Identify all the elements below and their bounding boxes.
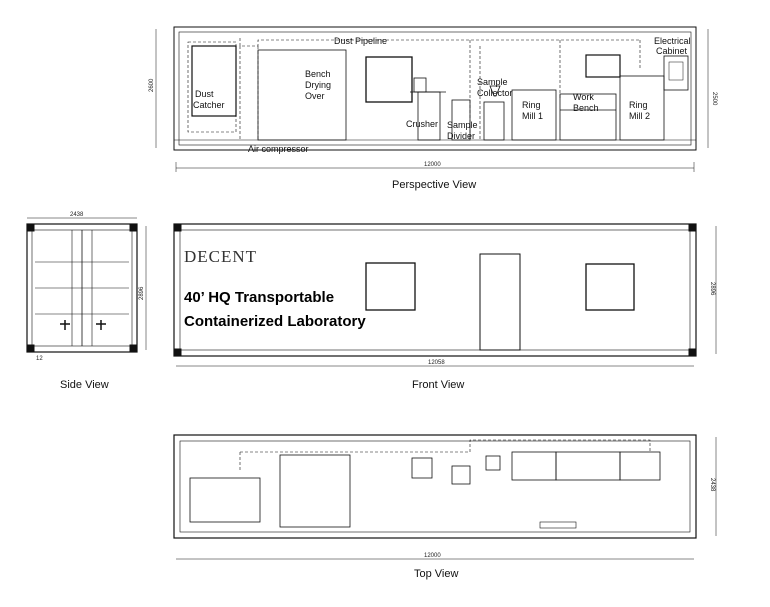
- title-line-1: 40’ HQ Transportable: [184, 289, 334, 306]
- crusher: [410, 77, 446, 141]
- dim-side-width: 2438: [70, 212, 84, 218]
- ring-mill-2: [619, 451, 661, 481]
- crusher: [411, 457, 433, 479]
- container-top-outline: [173, 434, 697, 539]
- sample-collector: [485, 455, 501, 471]
- dim-height-left: 2600: [149, 78, 155, 92]
- label-sample-divider-1: Sample: [447, 120, 478, 130]
- work-bench: [559, 54, 621, 141]
- sample-divider: [451, 465, 471, 485]
- front-view: [173, 223, 717, 367]
- caption-top: Top View: [414, 568, 458, 580]
- bench-drying-oven: [257, 49, 347, 141]
- brand-logo: DECENT: [184, 247, 257, 266]
- label-work-1: Work: [573, 92, 594, 102]
- top-labels: 12000 2438 Top View: [414, 478, 715, 580]
- window: [365, 56, 413, 103]
- label-sample-collector-1: Sample: [477, 77, 508, 87]
- label-dust-pipeline: Dust Pipeline: [334, 36, 387, 46]
- dim-length: 12000: [424, 162, 441, 168]
- electrical-cabinet: [663, 55, 689, 91]
- label-air-compressor: Air compressor: [248, 144, 309, 154]
- side-labels: 2438 2896 12 Side View: [36, 212, 145, 391]
- dim-side-small: 12: [36, 356, 43, 362]
- sample-divider: [451, 99, 471, 141]
- dim-top-width: 2438: [709, 478, 715, 492]
- work-bench: [555, 451, 621, 481]
- dim-front-length: 12058: [428, 360, 445, 366]
- label-dust-1: Dust: [195, 89, 214, 99]
- label-work-2: Bench: [573, 103, 599, 113]
- container-outline: [173, 26, 697, 151]
- door: [479, 253, 521, 351]
- ring-mill-1: [511, 89, 557, 141]
- dim-top-length: 12000: [424, 553, 441, 559]
- ring-mill-1: [511, 451, 557, 481]
- title-line-2: Containerized Laboratory: [184, 313, 366, 330]
- sample-collector: [483, 85, 505, 141]
- top-view: [173, 434, 717, 560]
- side-view: [26, 217, 147, 353]
- label-ring-mill-1b: Mill 1: [522, 111, 543, 121]
- perspective-view: [155, 26, 709, 172]
- label-ring-mill-2b: Mill 2: [629, 111, 650, 121]
- window: [365, 262, 416, 311]
- bench-drying-oven: [279, 454, 351, 528]
- dust-catcher: [187, 41, 237, 133]
- label-ring-mill-2a: Ring: [629, 100, 648, 110]
- label-electrical-2: Cabinet: [656, 46, 688, 56]
- caption-perspective: Perspective View: [392, 179, 476, 191]
- ring-mill-2: [619, 75, 665, 141]
- label-bench-3: Over: [305, 91, 325, 101]
- caption-side: Side View: [60, 379, 109, 391]
- dim-front-height: 2896: [709, 282, 715, 296]
- label-sample-divider-2: Divider: [447, 131, 475, 141]
- window: [585, 263, 635, 311]
- perspective-labels: Dust Pipeline Electrical Cabinet Dust Ca…: [149, 36, 717, 191]
- caption-front: Front View: [412, 379, 464, 391]
- label-electrical-1: Electrical: [654, 36, 691, 46]
- label-dust-2: Catcher: [193, 100, 225, 110]
- dim-side-height: 2896: [139, 286, 145, 300]
- dust-catcher: [189, 477, 261, 523]
- label-bench-2: Drying: [305, 80, 331, 90]
- front-labels: DECENT 40’ HQ Transportable Containerize…: [184, 247, 715, 391]
- label-sample-collector-2: Collector: [477, 88, 513, 98]
- dim-height-right: 2500: [711, 92, 717, 106]
- label-crusher: Crusher: [406, 119, 438, 129]
- label-bench-1: Bench: [305, 69, 331, 79]
- container-side-outline: [173, 223, 697, 357]
- container-end-outline: [26, 223, 138, 353]
- label-ring-mill-1a: Ring: [522, 100, 541, 110]
